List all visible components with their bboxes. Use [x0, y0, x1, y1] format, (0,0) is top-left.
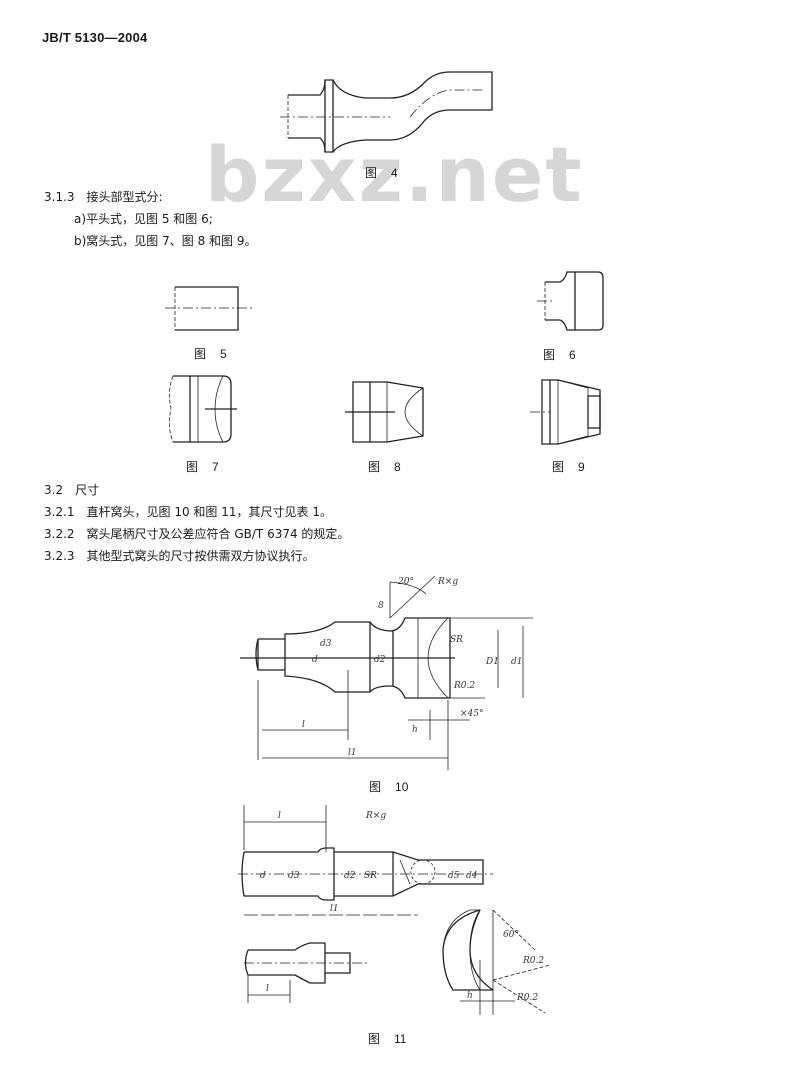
- fig10-label-d3: d3: [320, 639, 332, 649]
- fig11-label-d: d: [260, 871, 266, 881]
- fig10-label-d2: d2: [374, 655, 386, 665]
- figure-7-drawing: [169, 375, 237, 443]
- fig10-label-h: h: [412, 725, 418, 735]
- fig11-label-r2: R0.2: [516, 993, 538, 1003]
- figure-8-drawing: [345, 381, 425, 443]
- fig11-label-d4: d4: [466, 871, 478, 881]
- section-3-1-3-item-b: b)窝头式，见图 7、图 8 和图 9。: [74, 234, 257, 248]
- figure-5-drawing: [165, 286, 252, 331]
- figure-9-drawing: [530, 379, 601, 445]
- fig10-label-angle: 20°: [397, 577, 414, 587]
- section-3-2-3: 3.2.3 其他型式窝头的尺寸按供需双方协议执行。: [44, 549, 315, 563]
- fig11-label-l1: l1: [330, 904, 339, 914]
- fig10-label-sr: SR: [450, 635, 463, 645]
- fig10-label-l1: l1: [348, 748, 357, 758]
- fig11-label-r1: R0.2: [522, 956, 544, 966]
- fig10-label-s: 8: [378, 601, 384, 611]
- figure-10-drawing: d d3 d2 8 20° R×g SR D1 d1 R0.2 ×45° h l…: [240, 575, 533, 770]
- fig10-label-d: d: [312, 655, 318, 665]
- figure-4-drawing: [280, 71, 493, 153]
- fig11-label-d2: d2: [344, 871, 356, 881]
- section-3-1-3-item-a: a)平头式，见图 5 和图 6;: [74, 212, 213, 226]
- fig10-label-ref: R×g: [437, 577, 458, 587]
- fig10-label-l: l: [302, 720, 305, 730]
- watermark: bzxz.net: [205, 130, 584, 219]
- fig10-label-R: R0.2: [453, 681, 475, 691]
- section-3-2-heading: 3.2 尺寸: [44, 483, 100, 497]
- fig11-label-l: l: [278, 811, 281, 821]
- fig11-bottom-label-l: l: [266, 984, 269, 994]
- fig11-label-angle: 60°: [503, 930, 519, 940]
- fig11-label-d5: d5: [448, 871, 460, 881]
- fig11-label-sr: SR: [364, 871, 377, 881]
- section-3-1-3-heading: 3.1.3 接头部型式分:: [44, 190, 163, 204]
- figure-6-drawing: [537, 271, 604, 331]
- fig10-label-chamfer: ×45°: [460, 709, 484, 719]
- fig11-label-d3: d3: [288, 871, 300, 881]
- section-3-2-1: 3.2.1 直杆窝头，见图 10 和图 11，其尺寸见表 1。: [44, 505, 332, 519]
- standard-number: JB/T 5130—2004: [42, 30, 148, 45]
- fig11-label-h: h: [467, 991, 473, 1001]
- fig11-label-ref: R×g: [365, 811, 386, 821]
- section-3-2-2: 3.2.2 窝头尾柄尺寸及公差应符合 GB/T 6374 的规定。: [44, 527, 350, 541]
- fig10-label-d1: d1: [511, 657, 523, 667]
- figure-11-top-drawing: l R×g d d3 d2 SR d5 d4 l1: [238, 805, 493, 916]
- figure-11-bottom-left-drawing: l: [244, 942, 370, 1003]
- figure-11-detail-drawing: 60° R0.2 R0.2 h: [442, 909, 551, 1015]
- fig10-label-D1: D1: [485, 657, 499, 667]
